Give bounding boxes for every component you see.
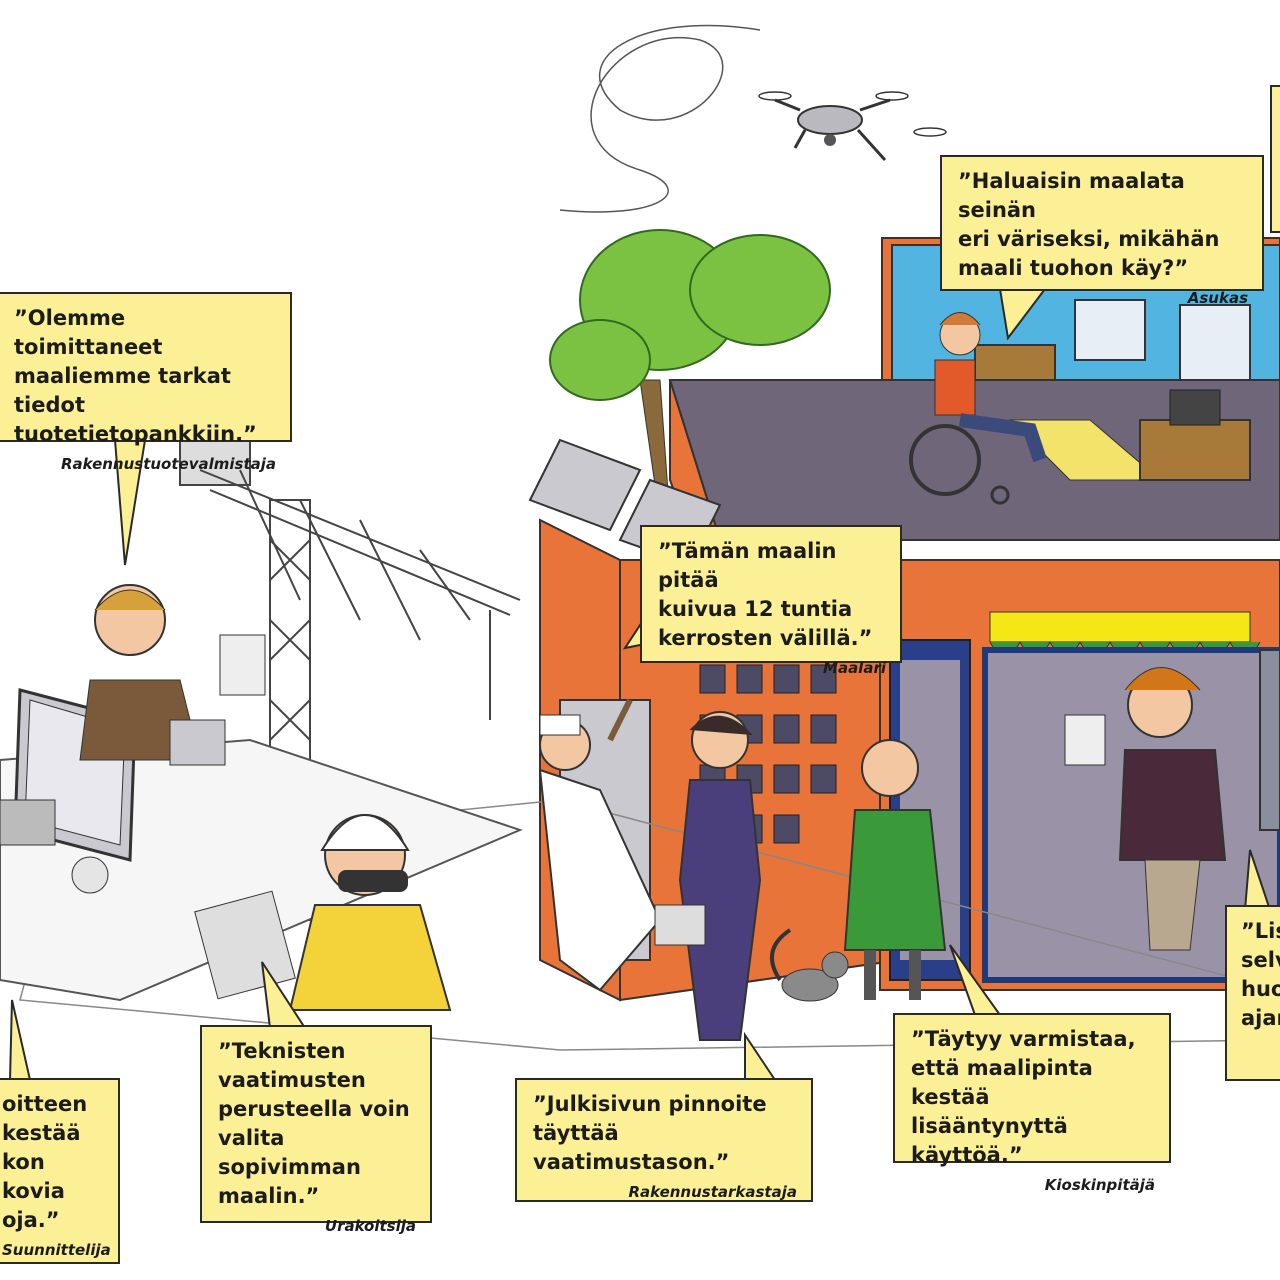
speaker-label: Urakoitsija	[324, 1217, 416, 1235]
quote-text: ”Lis selv huo ajan	[1241, 919, 1280, 1030]
quote-text: ”Olemme toimittaneet maaliemme tarkat ti…	[14, 306, 257, 446]
kiosk-keeper-figure	[843, 739, 947, 1000]
quote-bubble-suunnittelija: oitteen kestää kon kovia oja.” Suunnitte…	[0, 1078, 120, 1264]
cat-icon	[770, 928, 849, 1002]
quote-bubble-kioskinpitaja: ”Täytyy varmistaa, että maalipinta kestä…	[893, 1013, 1171, 1194]
drone-flight-path	[559, 24, 761, 213]
quote-text: ”Teknisten vaatimusten perusteella voin …	[218, 1039, 410, 1208]
quote-text: ”Tämän maalin pitää kuivua 12 tuntia ker…	[658, 539, 873, 650]
quote-bubble-maalari: ”Tämän maalin pitää kuivua 12 tuntia ker…	[640, 525, 902, 677]
quote-bubble-oikea: ”Lis selv huo ajan	[1225, 905, 1280, 1081]
painter-figure	[538, 698, 662, 992]
speaker-label: Maalari	[823, 659, 886, 677]
quote-bubble-urakoitsija: ”Teknisten vaatimusten perusteella voin …	[200, 1025, 432, 1235]
speaker-label: Suunnittelija	[2, 1241, 111, 1259]
speaker-label: Kioskinpitäjä	[1044, 1176, 1155, 1194]
quote-text: ”Julkisivun pinnoite täyttää vaatimustas…	[533, 1092, 767, 1174]
quote-text: ”Täytyy varmistaa, että maalipinta kestä…	[911, 1027, 1136, 1167]
wheelchair-icon	[909, 312, 1047, 505]
speaker-label: Rakennustuotevalmistaja	[60, 455, 276, 473]
shopper-figure	[1064, 667, 1227, 951]
tree-icon	[549, 229, 831, 521]
quote-bubble-tarkastaja: ”Julkisivun pinnoite täyttää vaatimustas…	[515, 1078, 813, 1202]
quote-bubble-valmistaja: ”Olemme toimittaneet maaliemme tarkat ti…	[0, 292, 292, 473]
inspector-figure	[654, 711, 762, 1041]
contractor-figure	[194, 814, 452, 1011]
right-figure	[1259, 649, 1280, 831]
speaker-label: Asukas	[1187, 289, 1248, 307]
manufacturer-figure	[79, 584, 266, 766]
drone-icon	[758, 91, 947, 162]
quote-bubble-asukas: ”Haluaisin maalata seinän eri väriseksi,…	[940, 155, 1264, 307]
speaker-label: Rakennustarkastaja	[628, 1183, 797, 1201]
quote-text: oitteen kestää kon kovia oja.”	[2, 1092, 88, 1232]
quote-text: ”Haluaisin maalata seinän eri väriseksi,…	[958, 169, 1220, 280]
quote-bubble-top-right	[1270, 85, 1280, 233]
